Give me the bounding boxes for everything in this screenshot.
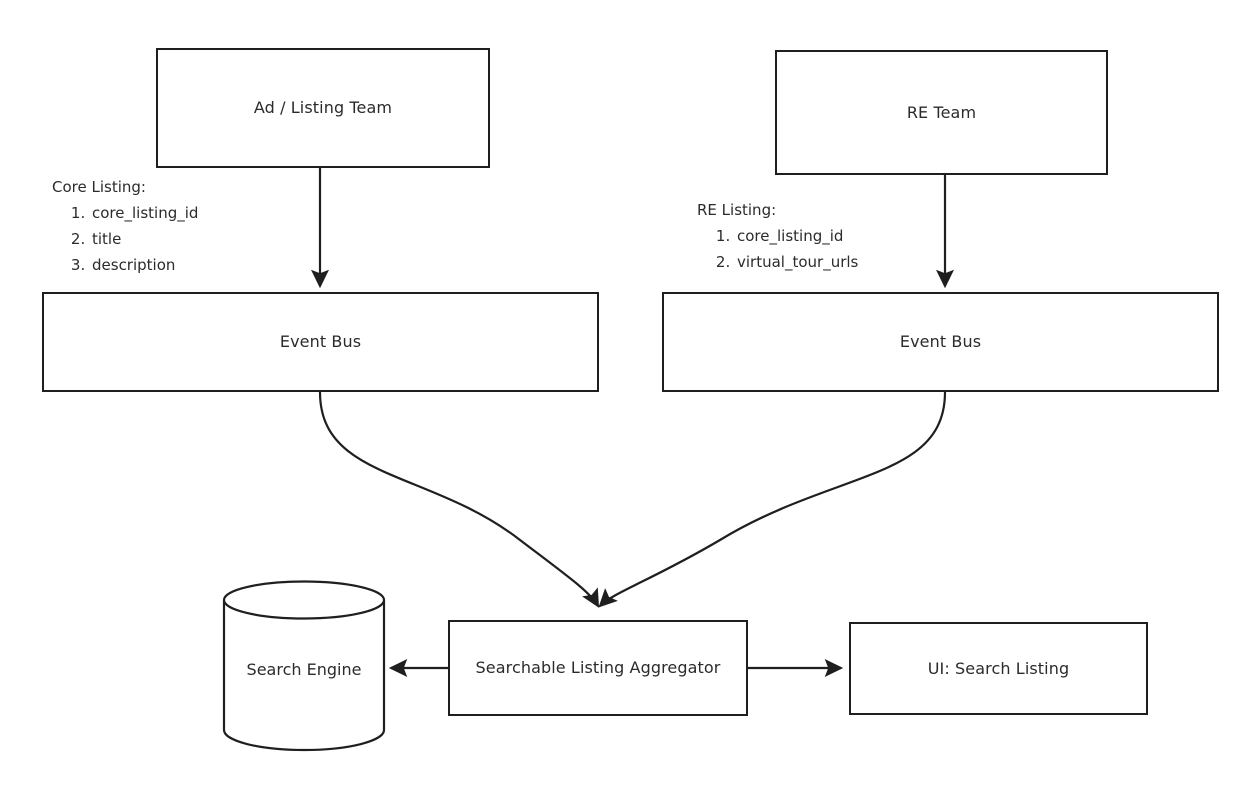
list-item: virtual_tour_urls bbox=[735, 249, 858, 275]
node-event-bus-left[interactable]: Event Bus bbox=[42, 292, 599, 392]
annotation-core-listing: Core Listing: core_listing_id title desc… bbox=[52, 174, 198, 278]
node-search-engine[interactable]: Search Engine bbox=[222, 580, 386, 752]
node-ui-search-listing-label: UI: Search Listing bbox=[927, 658, 1070, 678]
node-event-bus-left-label: Event Bus bbox=[279, 332, 362, 352]
list-item: core_listing_id bbox=[90, 200, 198, 226]
cylinder-shape bbox=[222, 580, 386, 752]
node-ad-listing-team-label: Ad / Listing Team bbox=[253, 98, 393, 118]
node-searchable-listing-aggregator[interactable]: Searchable Listing Aggregator bbox=[448, 620, 748, 716]
list-item: title bbox=[90, 226, 198, 252]
node-ad-listing-team[interactable]: Ad / Listing Team bbox=[156, 48, 490, 168]
annotation-core-listing-title: Core Listing: bbox=[52, 178, 146, 196]
annotation-re-listing-title: RE Listing: bbox=[697, 201, 777, 219]
node-re-team[interactable]: RE Team bbox=[775, 50, 1108, 175]
list-item: description bbox=[90, 252, 198, 278]
annotation-re-listing-list: core_listing_id virtual_tour_urls bbox=[697, 223, 858, 275]
node-event-bus-right[interactable]: Event Bus bbox=[662, 292, 1219, 392]
node-ui-search-listing[interactable]: UI: Search Listing bbox=[849, 622, 1148, 715]
edge-event-bus-right-to-aggregator bbox=[598, 391, 947, 608]
node-event-bus-right-label: Event Bus bbox=[899, 332, 982, 352]
node-searchable-listing-aggregator-label: Searchable Listing Aggregator bbox=[475, 658, 721, 678]
edge-event-bus-left-to-aggregator bbox=[318, 391, 600, 608]
annotation-core-listing-list: core_listing_id title description bbox=[52, 200, 198, 278]
node-re-team-label: RE Team bbox=[906, 102, 977, 122]
list-item: core_listing_id bbox=[735, 223, 858, 249]
annotation-re-listing: RE Listing: core_listing_id virtual_tour… bbox=[697, 197, 858, 275]
